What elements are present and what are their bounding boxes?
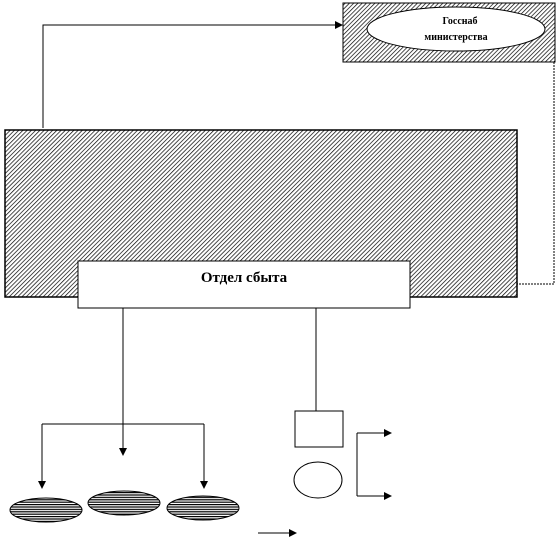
connector-main-to-gossnab: [42, 21, 343, 128]
striped-ellipse-1: [9, 497, 83, 523]
sales-dept-box: [77, 260, 411, 309]
legend-square: [294, 410, 344, 448]
legend-circle: [293, 461, 343, 499]
striped-ellipse-2: [87, 490, 161, 516]
sales-dept-label: Отдел сбыта: [201, 270, 288, 286]
striped-ellipse-3: [166, 495, 240, 521]
gossnab-label-line2: министерства: [424, 32, 487, 43]
gossnab-label-line1: Госснаб: [442, 16, 477, 27]
gossnab-ellipse: [366, 6, 546, 52]
